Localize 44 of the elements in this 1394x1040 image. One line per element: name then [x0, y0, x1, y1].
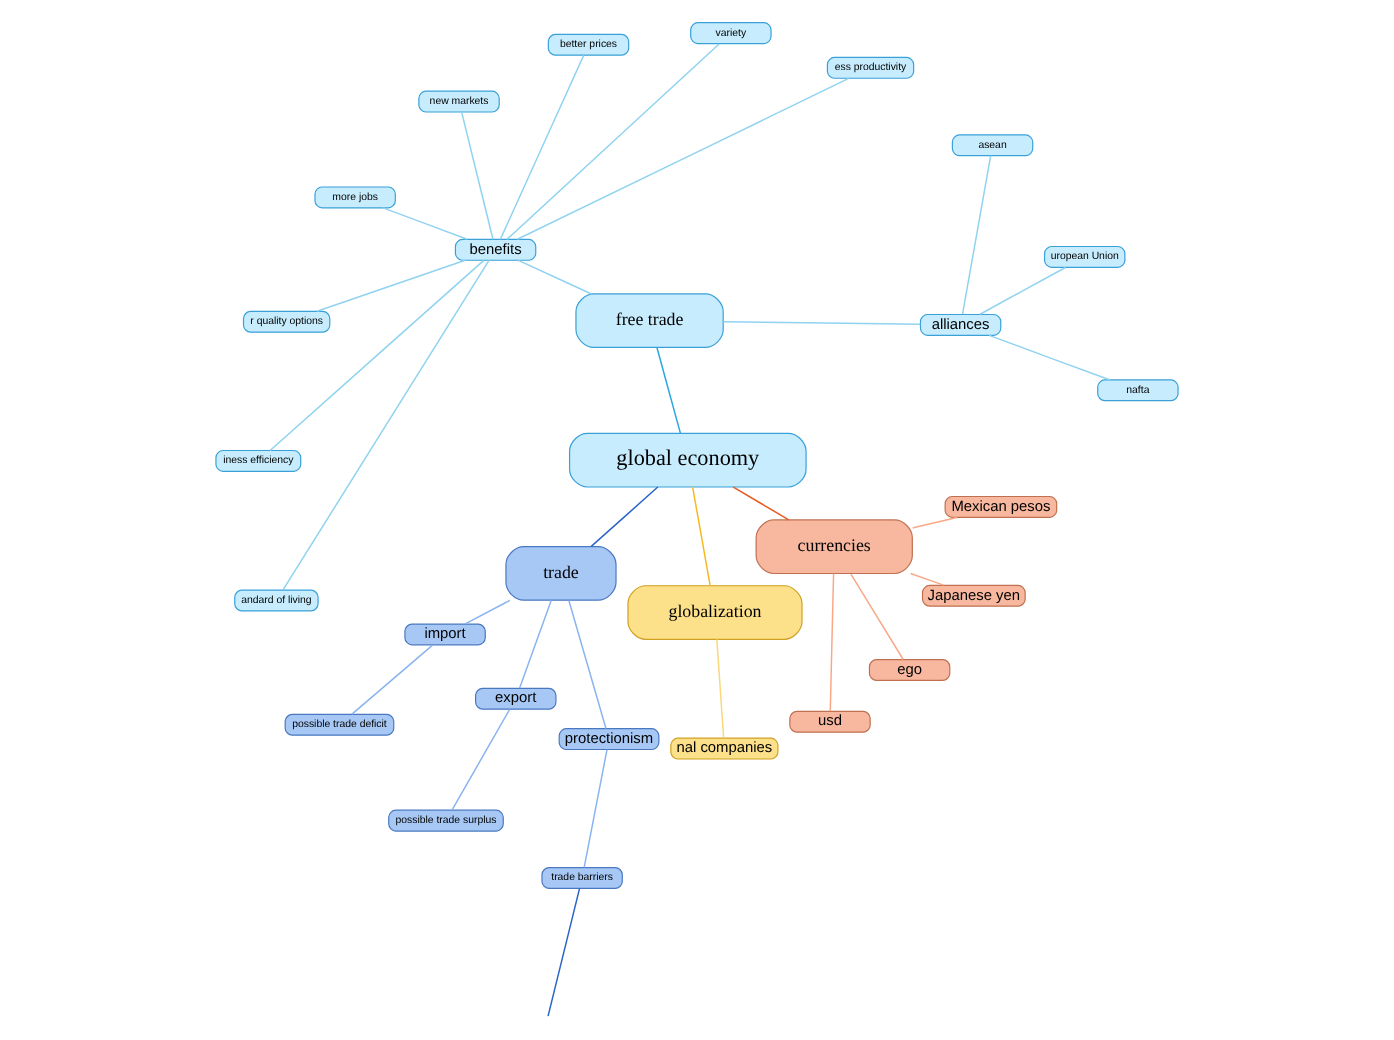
connector: [499, 54, 585, 241]
node-box: benefits: [454, 238, 537, 261]
connector: [850, 573, 904, 661]
node-box: Mexican pesos: [944, 495, 1058, 518]
connector: [547, 887, 581, 1017]
connector: [316, 259, 466, 313]
node-box: trade: [505, 546, 617, 601]
connector: [583, 748, 608, 869]
connector: [282, 259, 490, 591]
connector: [517, 259, 592, 295]
node-box: usd: [789, 710, 871, 733]
connector: [722, 320, 921, 326]
node-box: Japanese yen: [921, 584, 1026, 607]
connector: [979, 266, 1067, 315]
connector: [382, 207, 468, 240]
connector: [829, 572, 835, 712]
node-box: currencies: [755, 519, 913, 575]
node-box: import: [404, 623, 486, 646]
connector: [269, 259, 485, 452]
connector: [568, 600, 607, 730]
node-box: alliances: [919, 313, 1002, 336]
connector: [716, 638, 725, 739]
connector: [460, 111, 494, 240]
connector: [518, 599, 552, 689]
node-box: ego: [868, 658, 951, 681]
connector: [909, 572, 945, 586]
connector: [516, 77, 850, 241]
connector: [656, 346, 682, 435]
node-box: export: [475, 687, 557, 710]
connector: [451, 708, 511, 811]
connector: [691, 486, 711, 587]
node-box: globalization: [627, 585, 803, 640]
connector: [464, 599, 511, 625]
connector: [732, 486, 790, 521]
connector: [351, 644, 434, 715]
connector: [988, 334, 1111, 381]
node-box: free trade: [575, 293, 724, 349]
node-box: global economy: [568, 432, 807, 488]
connector: [590, 486, 659, 548]
connector: [506, 43, 720, 241]
connector: [911, 516, 958, 529]
node-box: protectionism: [558, 728, 660, 751]
node-box: nal companies: [670, 737, 779, 760]
connector: [961, 154, 992, 315]
